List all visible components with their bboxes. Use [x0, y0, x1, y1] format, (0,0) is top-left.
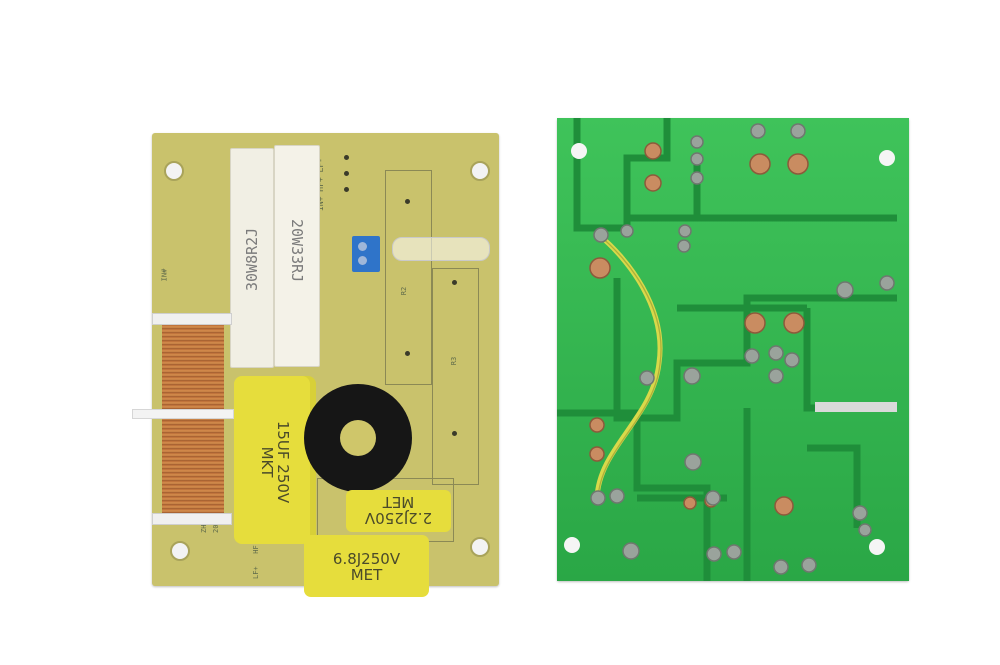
resistor-outline: [385, 170, 432, 385]
silk-in-label: IN#: [160, 268, 169, 282]
solder-pad: [344, 155, 349, 160]
solder-pad: [452, 431, 457, 436]
inductor-bobbin-bottom: [152, 513, 232, 525]
glass-component: [392, 237, 490, 261]
right-pcb-board: [557, 118, 909, 581]
toroid-hole: [340, 420, 376, 456]
power-resistor: 20W33RJ: [274, 145, 320, 367]
silk-r2-label: R2: [400, 286, 409, 296]
solder-pad: [452, 280, 457, 285]
pcb-traces: [557, 118, 909, 581]
silk-r3-label: R3: [450, 356, 459, 366]
power-resistor: 30W8R2J: [230, 148, 274, 368]
capacitor-label: 15UF 250V MKT: [258, 420, 292, 504]
solder-pad: [344, 171, 349, 176]
resistor-outline: [432, 268, 479, 485]
film-capacitor-large: 15UF 250V MKT: [234, 376, 316, 544]
cable-tie: [132, 409, 234, 419]
film-capacitor-small: 6.8J250V MET: [304, 535, 429, 597]
resistor-label: 30W8R2J: [243, 227, 261, 291]
mounting-hole: [470, 537, 490, 557]
film-capacitor-mid: 2.2J250V MET: [346, 490, 451, 532]
resistor-label: 20W33RJ: [288, 219, 306, 283]
inductor-bobbin-top: [152, 313, 232, 325]
capacitor-label: 6.8J250V MET: [332, 550, 401, 584]
screw: [358, 242, 367, 251]
silk-bottom-labels: LF+ HF-: [252, 541, 260, 579]
mounting-hole: [170, 541, 190, 561]
solder-pad: [405, 351, 410, 356]
mounting-hole: [470, 161, 490, 181]
left-pcb-board: IN+ HF+ LF- IN# R2 R3 ZH-018 PCB 2024.11…: [132, 133, 499, 597]
capacitor-label: 2.2J250V MET: [364, 493, 433, 527]
ferrite-toroid: [304, 384, 412, 492]
mounting-hole: [164, 161, 184, 181]
terminal-block: [352, 236, 380, 272]
solder-pad: [405, 199, 410, 204]
solder-pad: [344, 187, 349, 192]
screw: [358, 256, 367, 265]
